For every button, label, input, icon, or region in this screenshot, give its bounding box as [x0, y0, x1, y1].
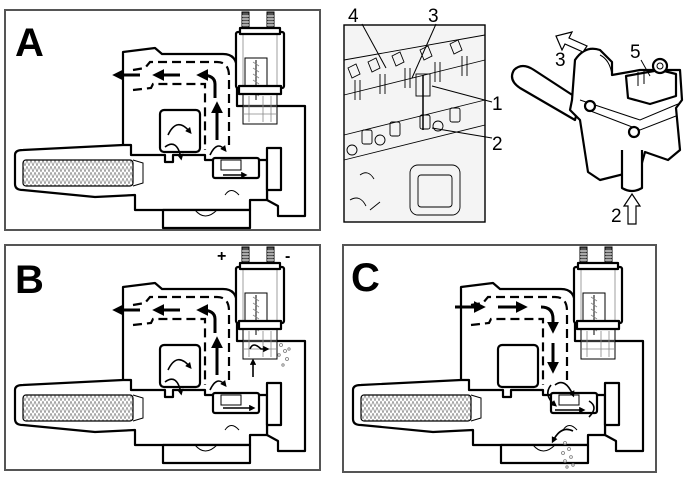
leader-line-2	[431, 127, 493, 139]
bypass-arrow	[249, 344, 270, 353]
leader-line-1	[431, 85, 493, 103]
solenoid-block	[624, 68, 678, 106]
leader-line-5	[640, 59, 651, 77]
flow-arrow-bend	[540, 305, 559, 334]
panel-c-label: C	[351, 256, 380, 300]
pump-inlet-tube	[510, 64, 582, 122]
drain-arrow	[551, 428, 574, 444]
swirl-arrow	[209, 145, 227, 156]
panel-a-label: A	[15, 21, 44, 65]
inlet-port	[620, 150, 644, 193]
bolt	[627, 125, 641, 139]
engine-photo	[343, 24, 486, 223]
air-bubbles	[277, 343, 291, 367]
outlet-arrow-3	[555, 31, 588, 53]
inlet-arrow-2	[622, 192, 642, 225]
callout-3: 3	[555, 50, 566, 71]
swirl-arrow	[547, 384, 557, 407]
cap-nut	[651, 57, 669, 75]
callout-5: 5	[630, 42, 641, 63]
swirl-arrow	[164, 378, 184, 396]
leader-line-3	[411, 23, 437, 79]
swirl-arrow	[167, 123, 192, 136]
panel-c: C	[342, 244, 657, 473]
callout-3: 3	[428, 6, 439, 27]
callout-2: 2	[492, 134, 503, 155]
bolt	[583, 99, 597, 113]
panel-b-label: B	[15, 258, 44, 302]
engine-head-illustration	[343, 34, 486, 216]
drain-drops	[561, 441, 575, 469]
negative-terminal-sign: -	[285, 248, 290, 265]
swirl-arrow	[209, 380, 227, 391]
swirl-arrow	[554, 381, 575, 398]
inlet-passage-outer	[470, 295, 569, 385]
swirl-arrow	[167, 358, 192, 371]
swirl-arrow	[164, 143, 184, 161]
positive-terminal-sign: +	[217, 248, 226, 265]
callout-2: 2	[611, 206, 622, 227]
swirl-arrow	[588, 400, 595, 418]
callout-4: 4	[348, 6, 359, 27]
outlet-passage-inner	[132, 82, 207, 150]
pump-component-view: 3 5 2	[510, 31, 684, 227]
panel-b: B + -	[4, 244, 321, 471]
panel-a: A	[4, 9, 321, 231]
engine-location-view: 4 3 1 2	[343, 6, 503, 223]
flow-arrow-bend	[196, 69, 217, 98]
callout-1: 1	[492, 94, 503, 115]
outlet-passage-inner	[132, 317, 207, 385]
inlet-passage-inner	[470, 317, 545, 385]
leader-line-4	[361, 23, 387, 69]
outlet-passage-outer	[132, 295, 231, 385]
outlet-passage-outer	[132, 60, 231, 150]
flow-arrow-bend	[196, 304, 217, 333]
